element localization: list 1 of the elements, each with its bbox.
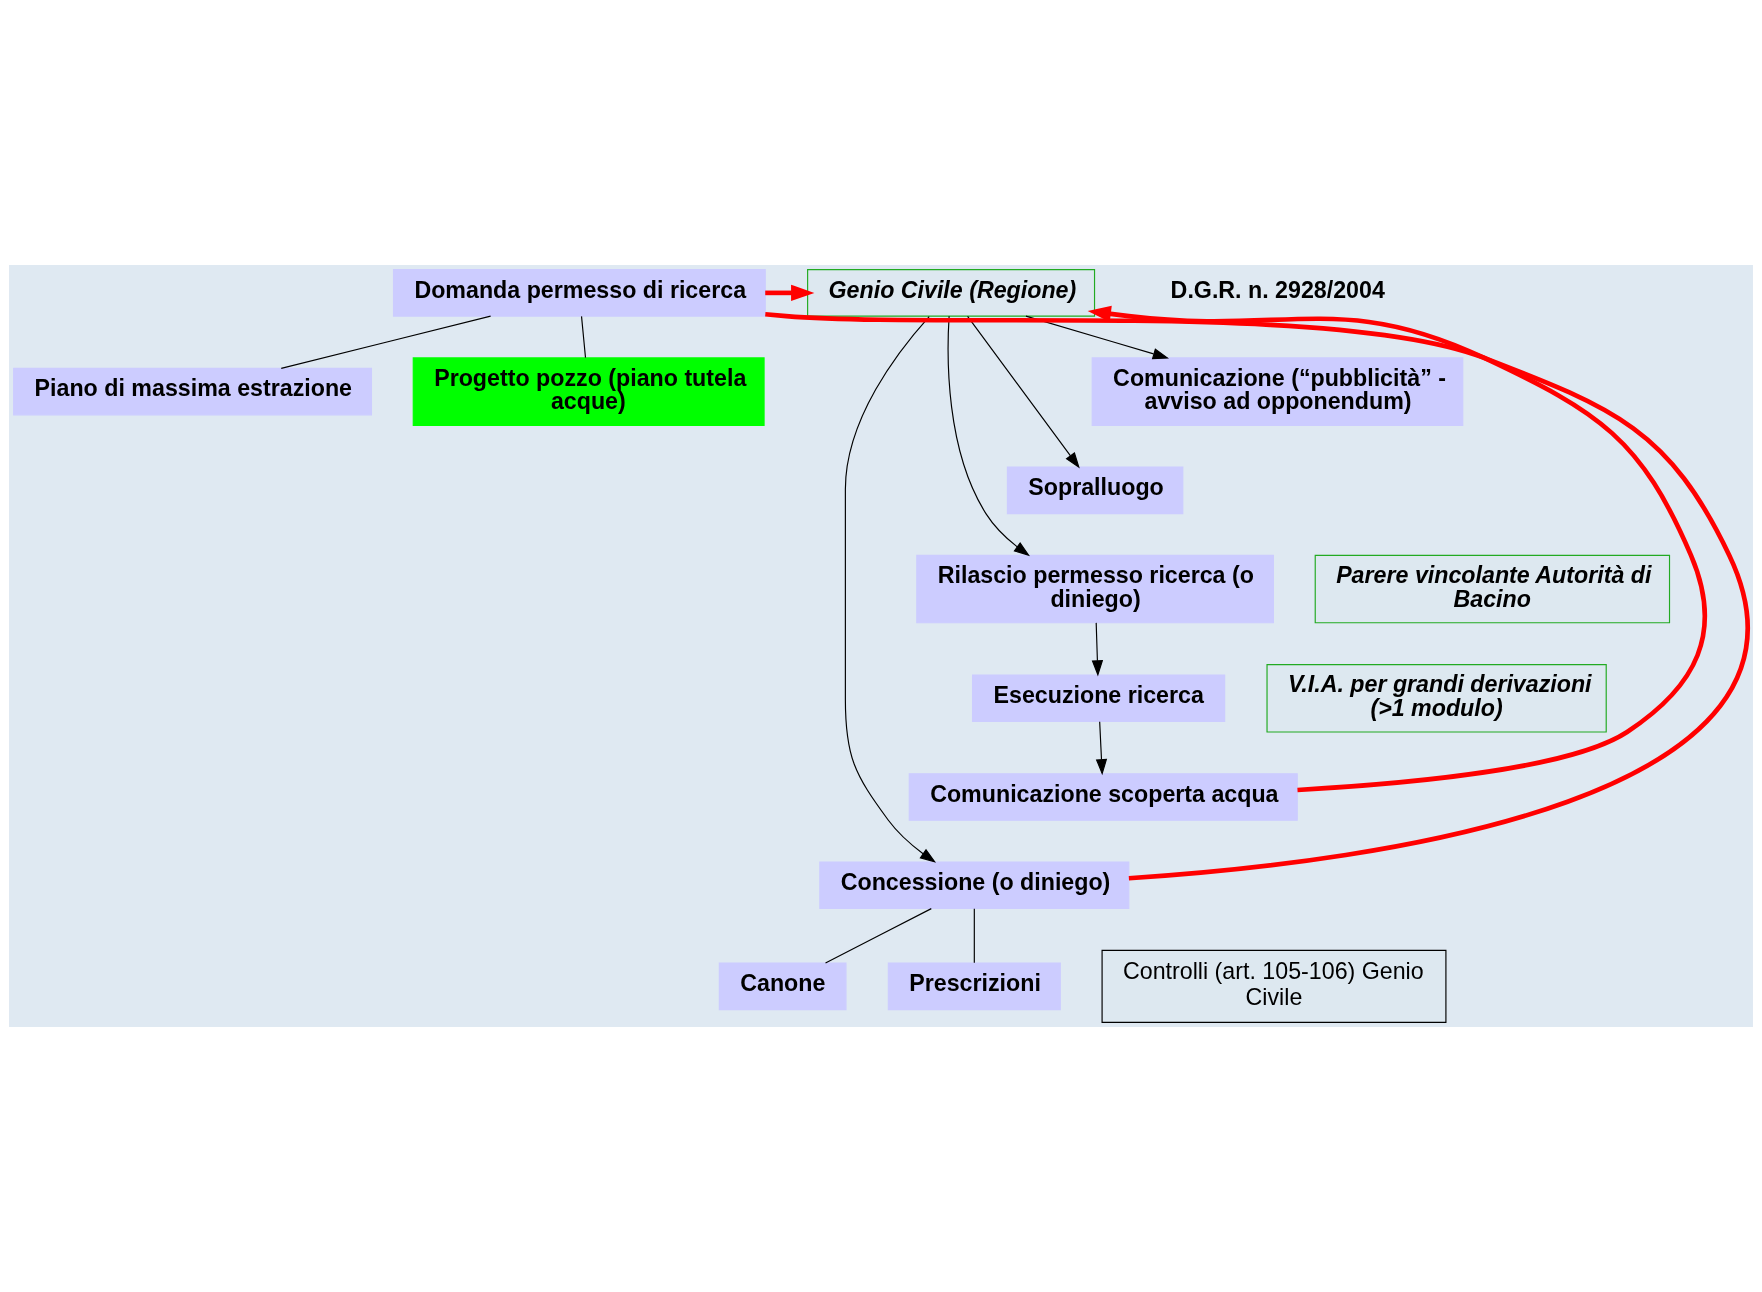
label: D.G.R. n. 2928/2004 — [1170, 276, 1385, 303]
